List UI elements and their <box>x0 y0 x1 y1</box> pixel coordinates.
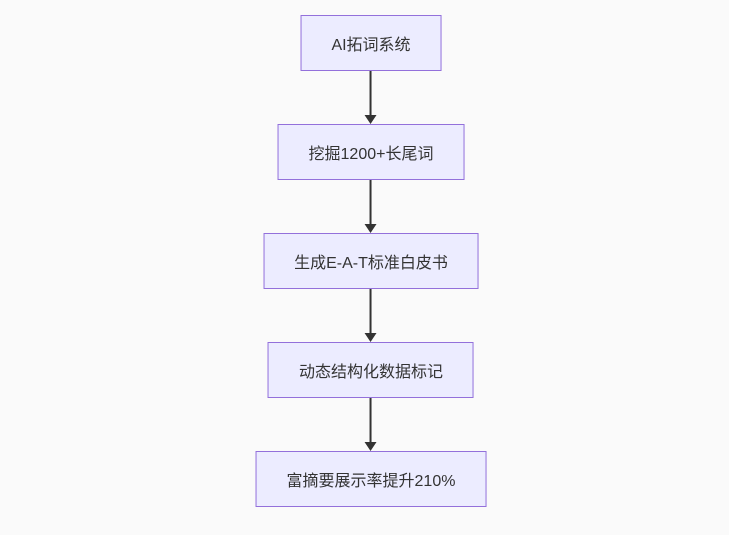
flow-node-5: 富摘要展示率提升210% <box>255 451 487 507</box>
edge-line <box>370 71 372 117</box>
flow-edge-1 <box>364 71 378 124</box>
arrow-down-icon <box>365 442 377 451</box>
arrow-down-icon <box>365 224 377 233</box>
arrow-down-icon <box>365 115 377 124</box>
edge-line <box>370 398 372 444</box>
flow-node-3: 生成E-A-T标准白皮书 <box>263 233 479 289</box>
flowchart: AI拓词系统 挖掘1200+长尾词 生成E-A-T标准白皮书 动态结构化数据标记… <box>255 15 487 507</box>
edge-line <box>370 180 372 226</box>
arrow-down-icon <box>365 333 377 342</box>
flow-edge-3 <box>364 289 378 342</box>
flow-edge-4 <box>364 398 378 451</box>
flow-node-4: 动态结构化数据标记 <box>267 342 474 398</box>
flow-edge-2 <box>364 180 378 233</box>
flow-node-1: AI拓词系统 <box>300 15 442 71</box>
flow-node-2: 挖掘1200+长尾词 <box>277 124 465 180</box>
edge-line <box>370 289 372 335</box>
